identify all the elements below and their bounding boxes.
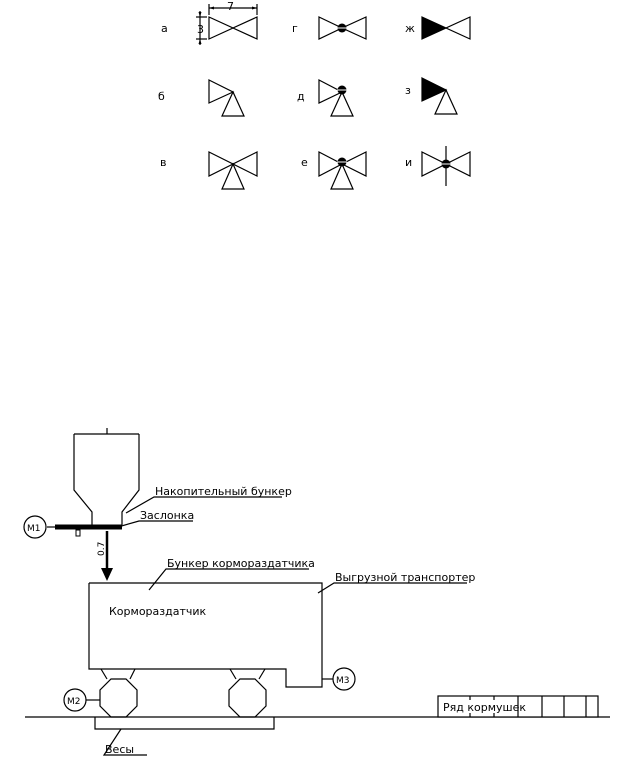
feed-scheme: М1 0.7 Кормораздатчик Накопительный бунк… [23, 428, 610, 756]
valve-symbol-z [421, 77, 458, 115]
distributor-hopper-label: Бункер кормораздатчика [167, 557, 315, 570]
valve-symbol-a: 7 3 [196, 0, 258, 45]
symbol-letter-z: з [405, 84, 411, 97]
floor-and-scales [25, 716, 610, 730]
wheels [99, 668, 267, 718]
motor-m1: М1 [23, 515, 47, 539]
valve-symbol-i [421, 146, 471, 186]
feeder-row: Ряд кормушек [437, 695, 599, 718]
valve-symbol-zh [421, 16, 471, 40]
valve-symbols-legend: а г ж б д з в е и 7 3 [158, 0, 471, 190]
symbol-letter-g: г [292, 22, 298, 35]
motor-m2-label: М2 [67, 697, 81, 707]
leader-lines: Накопительный бункер Заслонка Бункер кор… [102, 485, 475, 756]
scales-label: Весы [105, 743, 134, 756]
motor-m1-label: М1 [27, 524, 41, 534]
motor-m2: М2 [63, 688, 100, 712]
gate-label: Заслонка [140, 509, 194, 522]
valve-symbol-e [318, 151, 367, 190]
dim-width-label: 7 [227, 0, 234, 13]
height-mark-label: 0.7 [97, 542, 107, 556]
symbol-letter-d: д [297, 90, 305, 103]
symbol-letter-v: в [160, 156, 166, 169]
distributor-label: Кормораздатчик [109, 605, 207, 618]
symbol-letter-zh: ж [405, 22, 415, 35]
valve-symbol-b [208, 79, 245, 117]
motor-m3: М3 [322, 667, 356, 691]
valve-symbol-v [208, 151, 258, 190]
symbol-letter-i: и [405, 156, 412, 169]
gate-shutter [47, 524, 122, 537]
symbol-letter-e: е [301, 156, 308, 169]
symbol-letter-b: б [158, 90, 165, 103]
storage-hopper [73, 428, 140, 525]
drop-arrow: 0.7 [97, 531, 113, 581]
unloading-conveyor-label: Выгрузной транспортер [335, 571, 475, 584]
motor-m3-label: М3 [336, 676, 350, 686]
valve-symbol-g [318, 16, 367, 40]
valve-symbol-d [318, 79, 354, 117]
feeder-row-label: Ряд кормушек [443, 701, 526, 714]
storage-hopper-label: Накопительный бункер [155, 485, 292, 498]
symbol-letter-a: а [161, 22, 168, 35]
dim-height-label: 3 [197, 23, 204, 36]
feed-distributor-body: Кормораздатчик [88, 582, 323, 688]
